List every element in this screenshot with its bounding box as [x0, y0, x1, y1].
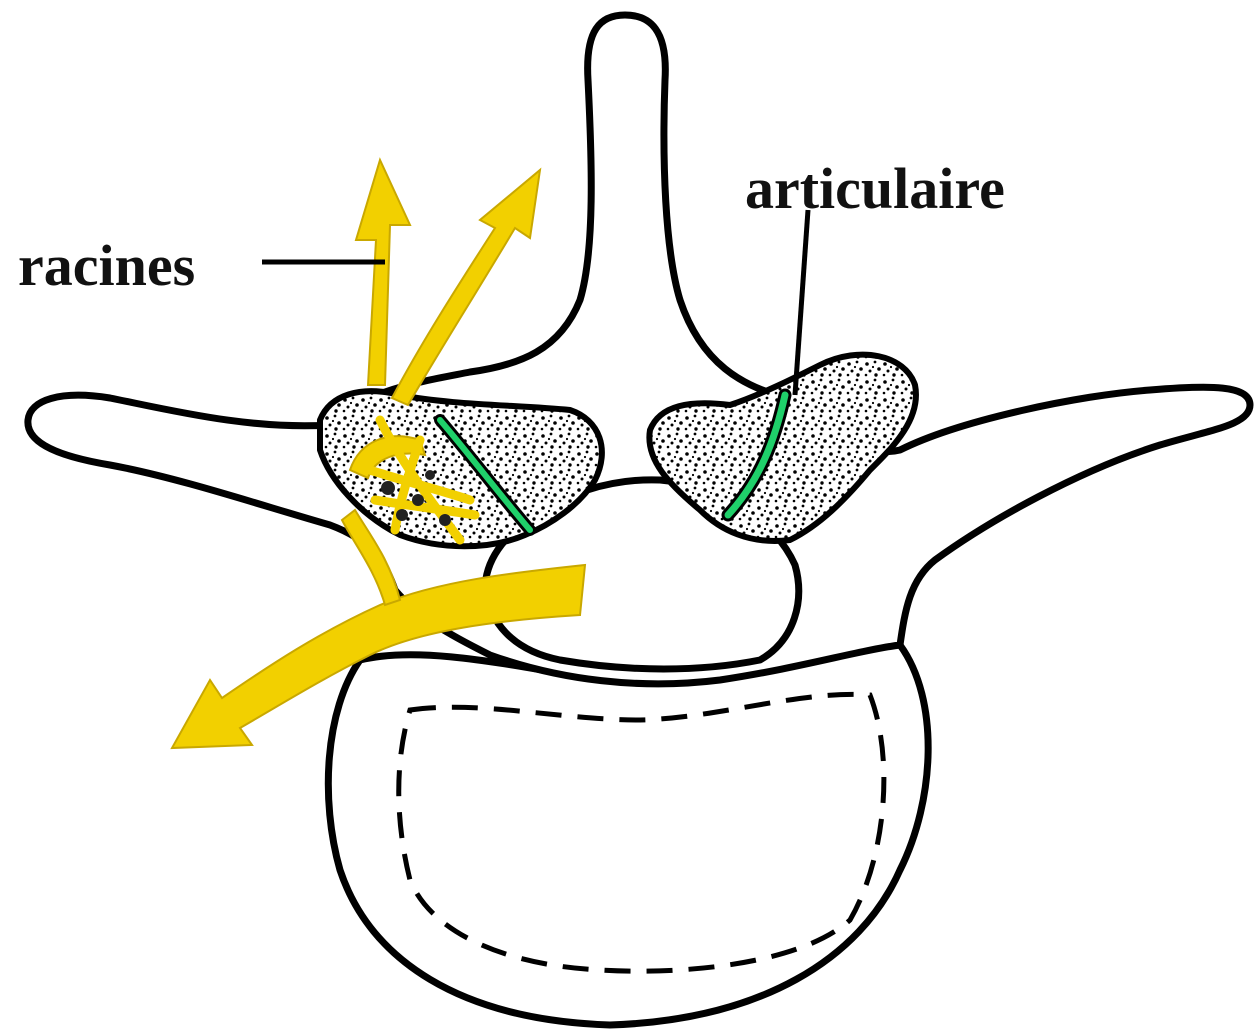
articulaire-leader-line — [795, 210, 808, 395]
vertebral-body — [328, 645, 928, 1025]
vertebral-arch — [28, 15, 1250, 684]
label-articulaire: articulaire — [745, 156, 1005, 221]
label-racines: racines — [18, 233, 195, 298]
